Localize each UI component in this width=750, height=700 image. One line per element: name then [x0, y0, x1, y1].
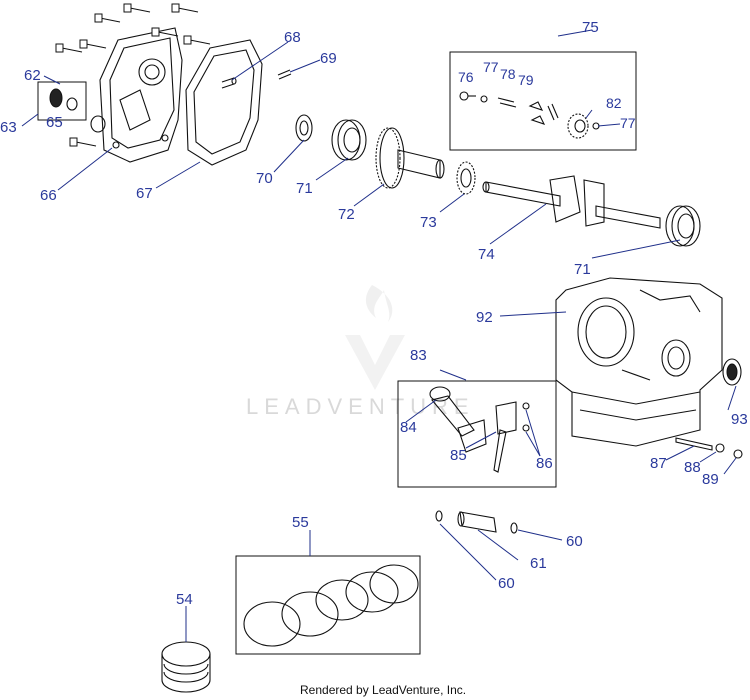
callout-87: 87 [650, 455, 667, 472]
crank-gear [456, 161, 476, 195]
piston [161, 641, 211, 693]
callout-71-upper: 71 [296, 180, 313, 197]
callout-84: 84 [400, 419, 417, 436]
callout-75: 75 [582, 19, 599, 36]
callout-92: 92 [476, 309, 493, 326]
callout-60-right: 60 [566, 533, 583, 550]
callout-68: 68 [284, 29, 301, 46]
callout-67: 67 [136, 185, 153, 202]
camshaft [375, 127, 445, 189]
governor-kit-box [449, 51, 637, 151]
conrod-kit-box [397, 380, 557, 488]
oil-seal [49, 88, 78, 111]
governor-parts [459, 91, 600, 139]
cylinder-block [555, 277, 723, 447]
callout-86: 86 [536, 455, 553, 472]
callout-83: 83 [410, 347, 427, 364]
crankcase-cover [99, 27, 183, 163]
callout-72: 72 [338, 206, 355, 223]
bearing-70 [295, 114, 313, 142]
callout-79: 79 [518, 72, 534, 88]
piston-ring-box [235, 555, 421, 655]
callout-70: 70 [256, 170, 273, 187]
callout-54: 54 [176, 591, 193, 608]
callout-77-top: 77 [483, 59, 499, 75]
piston-rings [243, 564, 419, 647]
callout-65: 65 [46, 114, 63, 131]
callout-61: 61 [530, 555, 547, 572]
callout-55: 55 [292, 514, 309, 531]
callout-85: 85 [450, 447, 467, 464]
callout-69: 69 [320, 50, 337, 67]
dowel-pin [221, 77, 237, 89]
pin-69 [277, 69, 292, 80]
connecting-rod [429, 386, 530, 473]
callout-77-right: 77 [620, 115, 636, 131]
callout-62: 62 [24, 67, 41, 84]
leader-lines [21, 29, 737, 642]
callout-71-lower: 71 [574, 261, 591, 278]
callout-78: 78 [500, 66, 516, 82]
cover-gasket [185, 39, 263, 166]
piston-pin [457, 511, 497, 533]
shaft-seal [90, 115, 106, 133]
cover-bolts [55, 3, 211, 147]
callout-89: 89 [702, 471, 719, 488]
callout-93: 93 [731, 411, 748, 428]
seal-kit-box [37, 81, 87, 121]
bearing-71-lower [665, 205, 701, 247]
callout-74: 74 [478, 246, 495, 263]
dipstick-parts [675, 437, 743, 459]
callout-82: 82 [606, 95, 622, 111]
pin-clip-left [435, 510, 443, 522]
crankshaft [482, 175, 661, 229]
pin-clip-right [510, 522, 518, 534]
callout-66: 66 [40, 187, 57, 204]
callout-63: 63 [0, 119, 17, 136]
bearing-71-upper [331, 119, 367, 161]
callout-60-bottom: 60 [498, 575, 515, 592]
callout-76: 76 [458, 69, 474, 85]
footer-credit: Rendered by LeadVenture, Inc. [300, 683, 466, 697]
crank-seal [722, 358, 742, 386]
callout-73: 73 [420, 214, 437, 231]
callout-88: 88 [684, 459, 701, 476]
watermark-logo [345, 285, 405, 390]
